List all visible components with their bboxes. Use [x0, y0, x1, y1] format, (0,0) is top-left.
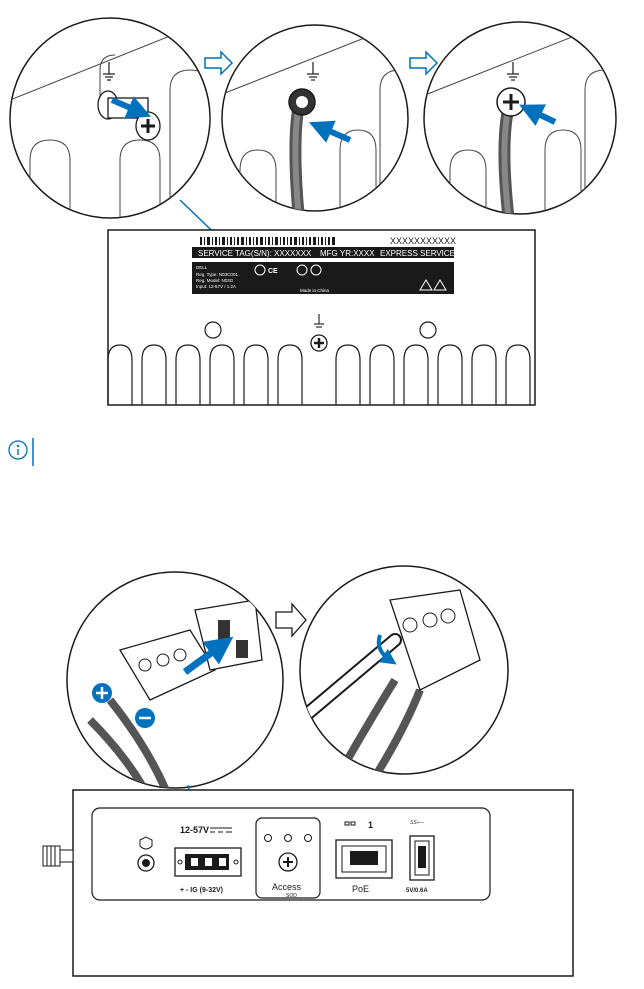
power-polarity-label: + - IG (9-32V): [180, 887, 223, 894]
network-icon: [344, 821, 356, 826]
step-arrow-icon: [275, 602, 307, 638]
power-label: 12-57V: [180, 825, 209, 835]
note-icon: [0, 432, 40, 472]
wireless-led-icon: [284, 834, 292, 842]
svg-text:CE: CE: [268, 268, 278, 275]
svg-text:SS⟵: SS⟵: [410, 820, 425, 826]
ground-icon: [103, 62, 115, 81]
direction-arrow: [110, 96, 152, 119]
reg-line: Input: 12-57V / 1.2A: [196, 284, 236, 289]
screw-icon: [496, 87, 526, 117]
express-service-code-text: EXPRESS SERVICE CODE: [380, 249, 480, 258]
step-arrow-icon: [409, 50, 439, 76]
inset-connector-insert: [66, 571, 284, 789]
ground-icon: [314, 314, 324, 328]
reg-line: Made in China: [300, 288, 330, 293]
shield-icon: [139, 836, 153, 850]
access-label: Access: [272, 882, 302, 892]
poe-port-number: 1: [368, 820, 373, 830]
regulatory-label: [192, 262, 454, 294]
reg-line: DELL: [196, 265, 208, 270]
power-led-icon: [264, 834, 272, 842]
heat-sink-fins: [107, 344, 531, 405]
service-tag-text: SERVICE TAG(S/N): XXXXXXX: [198, 249, 312, 258]
inset-ground-wire: [221, 24, 409, 212]
rotate-arrow-icon: [376, 634, 397, 665]
reg-line: Reg. Type: N03C001: [196, 272, 238, 277]
ground-icon: [307, 62, 319, 81]
direction-arrow: [519, 104, 557, 127]
cloud-led-icon: [304, 834, 312, 842]
step-arrow-icon: [204, 50, 234, 76]
front-panel: 12-57V + - IG (9-32V) Access SOD 1 PoE S…: [42, 789, 574, 977]
access-sub-label: SOD: [286, 893, 297, 899]
reg-line: Reg. Model: N03G: [196, 278, 234, 283]
direction-arrow: [308, 120, 352, 143]
inset-screw-removed: [9, 17, 211, 219]
poe-label: PoE: [352, 884, 369, 894]
mfg-year-text: MFG YR:XXXX: [320, 249, 375, 258]
ground-icon: [507, 62, 519, 81]
barcode-top-text: XXXXXXXXXXX: [390, 236, 456, 246]
usb-label: 5V/0.6A: [406, 888, 428, 894]
inset-connector-tighten: [299, 565, 509, 775]
inset-screw-installed: [423, 21, 617, 215]
rear-panel: XXXXXXXXXXX SERVICE TAG(S/N): XXXXXXX MF…: [107, 229, 536, 406]
barcode: [200, 237, 335, 245]
direction-arrow: [182, 636, 234, 675]
